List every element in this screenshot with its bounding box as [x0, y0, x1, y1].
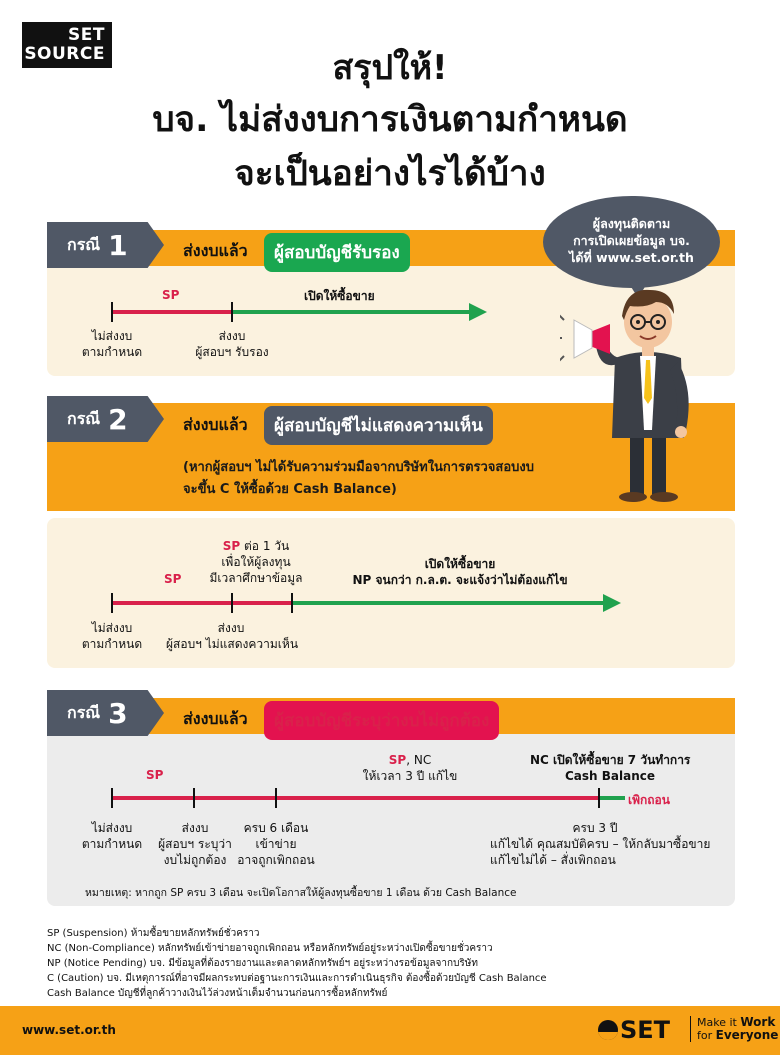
case-2-auditor-badge: ผู้สอบบัญชีไม่แสดงความเห็น — [264, 406, 493, 445]
legend-list: SP (Suspension) ห้ามซื้อขายหลักทรัพย์ชั่… — [47, 926, 547, 1001]
case-3-timeline-green — [599, 796, 625, 800]
legend-item: NC (Non-Compliance) หลักทรัพย์เข้าข่ายอา… — [47, 943, 493, 954]
case-2-timeline-red — [112, 601, 292, 605]
case-2-note: (หากผู้สอบฯ ไม่ได้รับความร่วมมือจากบริษั… — [183, 460, 535, 497]
title-line-3: จะเป็นอย่างไรได้บ้าง — [234, 154, 546, 194]
footer-tagline: Make it Work for Everyone — [690, 1016, 778, 1042]
case-1-tick-2 — [231, 302, 233, 322]
legend-item: SP (Suspension) ห้ามซื้อขายหลักทรัพย์ชั่… — [47, 928, 260, 939]
case-1-sp: SP — [162, 288, 180, 302]
legend-item: NP (Notice Pending) บจ. มีข้อมูลที่ต้องร… — [47, 958, 478, 969]
case-1-label-2: ส่งงบผู้สอบฯ รับรอง — [195, 329, 269, 359]
case-3-sp-nc: SP, NC ให้เวลา 3 ปี แก้ไข — [362, 753, 458, 783]
case-2-label-2: ส่งงบผู้สอบฯ ไม่แสดงความเห็น — [166, 621, 299, 651]
case-1-timeline-red — [112, 310, 232, 314]
case-3-tab: กรณี 3 — [47, 690, 164, 736]
case-3-timeline-red — [112, 796, 599, 800]
case-1-tick-1 — [111, 302, 113, 322]
case-2-sp-extend: SP ต่อ 1 วัน เพื่อให้ผู้ลงทุน มีเวลาศึกษ… — [209, 539, 303, 585]
case-3-label-1: ไม่ส่งงบตามกำหนด — [81, 821, 143, 851]
case-1-tab: กรณี 1 — [47, 222, 164, 268]
case-2-sp: SP — [164, 572, 182, 586]
case-3-sp: SP — [146, 768, 164, 782]
case-3-tick-1 — [111, 788, 113, 808]
case-1-label-1: ไม่ส่งงบตามกำหนด — [81, 329, 143, 359]
case-2-arrow-head — [603, 594, 621, 612]
case-3-nc-open: NC เปิดให้ซื้อขาย 7 วันทำการ Cash Balanc… — [530, 753, 691, 783]
case-2-open: เปิดให้ซื้อขาย NP จนกว่า ก.ล.ต. จะแจ้งว่… — [352, 557, 568, 587]
case-1-open: เปิดให้ซื้อขาย — [304, 289, 375, 303]
case-3-remark: หมายเหตุ: หากถูก SP ครบ 3 เดือน จะเปิดโอ… — [85, 887, 517, 899]
case-2-tab: กรณี 2 — [47, 396, 164, 442]
case-3-auditor-badge: ผู้สอบบัญชีระบุว่างบไม่ถูกต้อง — [264, 701, 500, 740]
case-2-tick-3 — [291, 593, 293, 613]
legend-item: C (Caution) บจ. มีเหตุการณ์ที่อาจมีผลกระ… — [47, 973, 547, 984]
legend-item: Cash Balance บัญชีที่ลูกค้าวางเงินไว้ล่ว… — [47, 988, 388, 999]
case-3-panel — [47, 734, 735, 906]
case-2-tick-2 — [231, 593, 233, 613]
case-3-label-3: ครบ 6 เดือน เข้าข่าย อาจถูกเพิกถอน — [237, 821, 315, 867]
case-1-sent: ส่งงบแล้ว — [183, 241, 248, 260]
case-2-timeline-green — [292, 601, 604, 605]
set-brand-logo: SET — [598, 1016, 670, 1044]
man-megaphone-illustration — [560, 289, 689, 502]
case-1-auditor-badge: ผู้สอบบัญชีรับรอง — [264, 233, 410, 272]
case-3-tick-2 — [193, 788, 195, 808]
case-2-tick-1 — [111, 593, 113, 613]
case-3-label-2: ส่งงบ ผู้สอบฯ ระบุว่า งบไม่ถูกต้อง — [158, 821, 232, 867]
footer-url: www.set.or.th — [22, 1023, 116, 1037]
case-3-label-4: ครบ 3 ปี แก้ไขได้ คุณสมบัติครบ – ให้กลับ… — [490, 821, 711, 867]
case-1-arrow-head — [469, 303, 487, 321]
case-3-delist: เพิกถอน — [628, 793, 670, 807]
case-1-timeline-green — [232, 310, 470, 314]
set-source-logo: SET SOURCE — [22, 22, 112, 68]
case-3-tick-3 — [275, 788, 277, 808]
title-line-2: บจ. ไม่ส่งงบการเงินตามกำหนด — [152, 100, 628, 140]
title-line-1: สรุปให้! — [332, 48, 448, 88]
case-2-panel — [47, 518, 735, 668]
case-2-label-1: ไม่ส่งงบตามกำหนด — [81, 621, 143, 651]
case-3-tick-4 — [598, 788, 600, 808]
case-2-sent: ส่งงบแล้ว — [183, 415, 248, 434]
footer-bar — [0, 1006, 780, 1055]
set-logo-icon — [598, 1020, 618, 1040]
speech-bubble: ผู้ลงทุนติดตาม การเปิดเผยข้อมูล บจ. ได้ท… — [543, 196, 720, 288]
case-3-sent: ส่งงบแล้ว — [183, 709, 248, 728]
